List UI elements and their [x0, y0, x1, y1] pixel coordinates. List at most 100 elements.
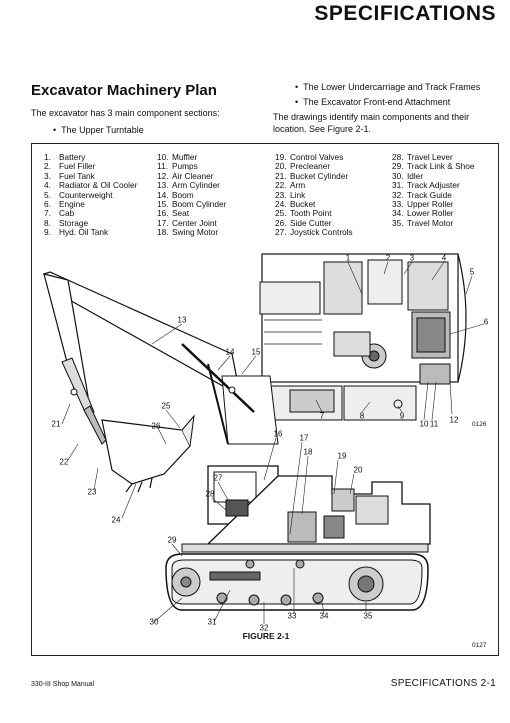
legend-item: 27.Joystick Controls	[275, 227, 353, 238]
legend-item-number: 11.	[157, 161, 168, 172]
callout-32: 32	[259, 623, 269, 633]
legend-item-label: Storage	[59, 217, 89, 228]
legend-item: 3.Fuel Tank	[44, 170, 137, 181]
callout-29: 29	[167, 535, 177, 545]
callout-12: 12	[449, 415, 459, 425]
legend-item-label: Counterweight	[59, 189, 113, 200]
callout-13: 13	[177, 315, 187, 325]
legend-item: 4.Radiator & Oil Cooler	[44, 180, 137, 191]
section-title: Excavator Machinery Plan	[31, 82, 217, 99]
callout-14: 14	[225, 347, 235, 357]
legend-item-label: Fuel Filler	[59, 161, 96, 172]
legend-item: 15.Boom Cylinder	[157, 199, 226, 209]
callout-8: 8	[359, 411, 365, 421]
callout-28: 28	[205, 489, 215, 499]
legend-item-label: Boom	[172, 189, 194, 200]
legend-item: 6. Engine	[44, 199, 137, 210]
page-header: SPECIFICATIONS	[314, 2, 496, 25]
legend-item: 25.Tooth Point	[275, 209, 353, 219]
legend-item: 13.Arm Cylinder	[157, 180, 226, 191]
legend-item-label: Cab	[59, 208, 75, 219]
legend-item: 35.Travel Motor	[392, 217, 474, 228]
legend-item-label: Bucket Cylinder	[290, 170, 349, 181]
legend-item-number: 27.	[275, 227, 287, 238]
legend-item-number: 23.	[275, 189, 287, 200]
legend-item-number: 33.	[392, 199, 404, 210]
legend-item: 14.Boom	[157, 189, 226, 200]
legend-item-number: 9.	[44, 227, 51, 238]
legend-item-number: 20.	[275, 161, 287, 172]
legend-item: 31.Track Adjuster	[392, 180, 474, 191]
callout-23: 23	[87, 487, 97, 497]
legend-item-number: 22.	[275, 180, 287, 191]
legend-item: 29.Track Link & Shoe	[392, 161, 475, 172]
legend-item-label: Engine	[59, 199, 85, 210]
legend-item-number: 1.	[44, 152, 51, 162]
legend-item: 22.Arm	[275, 180, 353, 191]
legend-item-label: Side Cutter	[290, 217, 332, 228]
callout-1: 1	[345, 253, 351, 263]
legend-item-label: Muffler	[172, 152, 198, 162]
legend-item-number: 13.	[157, 180, 169, 191]
legend-item: 9.Hyd. Oil Tank	[44, 227, 137, 238]
callout-4: 4	[441, 253, 447, 263]
legend-item: 24.Bucket	[275, 199, 353, 209]
callout-34: 34	[319, 611, 329, 621]
legend-item-number: 16.	[157, 208, 169, 219]
legend-item-number: 18.	[157, 227, 169, 238]
legend-item-number: 6.	[44, 199, 51, 210]
callout-20: 20	[353, 465, 363, 475]
legend-item-number: 4.	[44, 180, 51, 191]
callout-31: 31	[207, 617, 217, 627]
legend-item: 20.Precleaner	[275, 161, 353, 172]
callout-33: 33	[287, 611, 297, 621]
legend-item-label: Track Link & Shoe	[407, 161, 475, 172]
legend-item: 11. Pumps	[157, 161, 226, 172]
callout-11: 11	[429, 419, 439, 429]
callout-10: 10	[419, 419, 429, 429]
legend-item-label: Seat	[172, 208, 190, 219]
legend-item-label: Pumps	[172, 161, 198, 172]
legend-item: 17.Center Joint	[157, 218, 226, 228]
legend-item-label: Idler	[407, 170, 424, 181]
legend-item-number: 5.	[44, 189, 51, 200]
intro-text: The excavator has 3 main component secti…	[31, 108, 220, 118]
figure-reference-text: The drawings identify main components an…	[273, 112, 470, 134]
legend-item: 21.Bucket Cylinder	[275, 170, 353, 181]
callout-19: 19	[337, 451, 347, 461]
legend-item: 10.Muffler	[157, 152, 226, 162]
bullet-upper-turntable: The Upper Turntable	[31, 124, 256, 136]
callout-25: 25	[161, 401, 171, 411]
legend-item-label: Battery	[59, 152, 86, 162]
intro-right: The Lower Undercarriage and Track Frames…	[273, 81, 498, 135]
legend-item: 2.Fuel Filler	[44, 161, 137, 172]
legend-item-label: Arm Cylinder	[172, 180, 220, 191]
leader-lines	[61, 261, 485, 624]
legend-item-number: 31.	[392, 180, 404, 191]
legend-item: 12.Air Cleaner	[157, 171, 226, 181]
turntable-top-view	[259, 253, 467, 421]
callout-15: 15	[251, 347, 261, 357]
legend-item-number: 34.	[392, 208, 404, 219]
legend-item-number: 30.	[392, 170, 404, 181]
legend-item: 5. Counterweight	[44, 189, 137, 200]
figure-caption: FIGURE 2-1	[242, 631, 290, 641]
legend-item-number: 14.	[157, 189, 169, 200]
legend-item-label: Swing Motor	[172, 227, 219, 238]
legend-item: 32.Track Guide	[392, 190, 474, 200]
legend-item: 7.Cab	[44, 208, 137, 219]
legend-item-number: 3.	[44, 170, 51, 181]
legend-item-label: Travel Lever	[407, 152, 453, 162]
callout-27: 27	[213, 473, 223, 483]
legend-item-label: Travel Motor	[407, 217, 454, 228]
legend-item-number: 26.	[275, 217, 287, 228]
excavator-drawing	[43, 253, 485, 624]
legend-item-number: 19.	[275, 152, 287, 162]
callout-35: 35	[363, 611, 373, 621]
legend-item-label: Control Valves	[290, 152, 344, 162]
callout-6: 6	[483, 317, 489, 327]
